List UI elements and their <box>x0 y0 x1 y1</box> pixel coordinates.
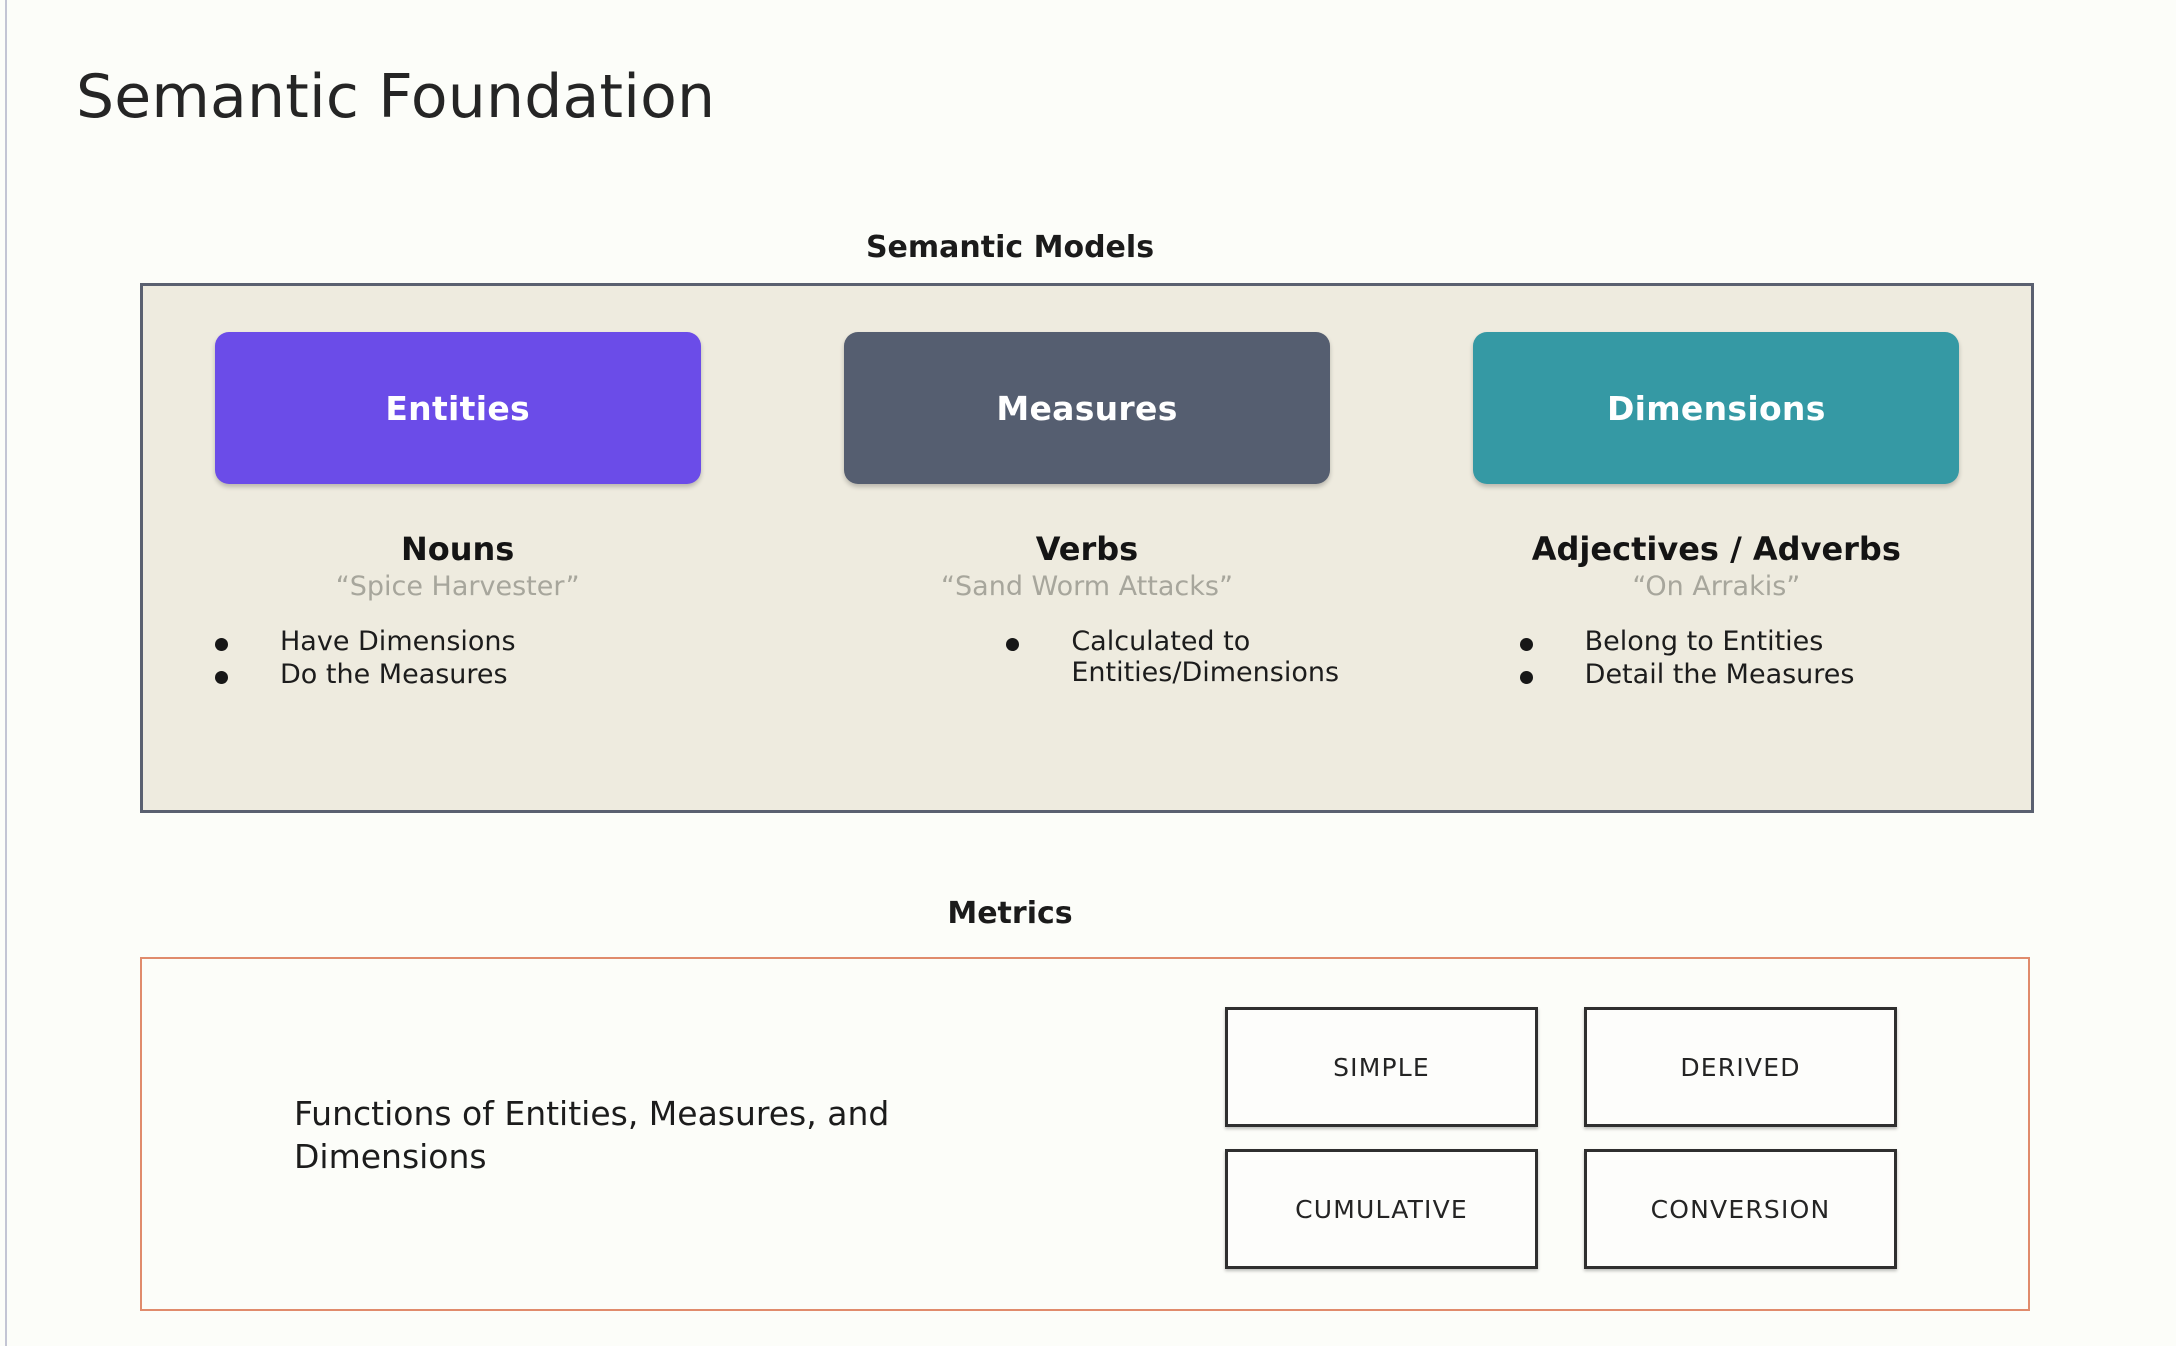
metrics-description: Functions of Entities, Measures, and Dim… <box>294 1094 890 1176</box>
entities-chip[interactable]: Entities <box>214 332 701 484</box>
dimensions-role-label: Adjectives / Adverbs <box>1531 530 1901 568</box>
semantic-column-entities: Entities Nouns “Spice Harvester” Have Di… <box>143 286 772 810</box>
bullet-text: Have Dimensions <box>280 626 516 658</box>
measures-chip[interactable]: Measures <box>843 332 1330 484</box>
entities-example-label: “Spice Harvester” <box>335 570 580 602</box>
bullet-text: Do the Measures <box>280 659 508 691</box>
left-edge-rule <box>5 0 7 1346</box>
metric-type-simple[interactable]: SIMPLE <box>1225 1007 1538 1127</box>
dimensions-chip[interactable]: Dimensions <box>1473 332 1960 484</box>
dimensions-bullet-list: Belong to Entities Detail the Measures <box>1402 626 2031 693</box>
metrics-heading: Metrics <box>947 896 1073 931</box>
metrics-panel: Functions of Entities, Measures, and Dim… <box>140 957 2030 1311</box>
entities-role-label: Nouns <box>400 530 515 568</box>
bullet-text: Calculated to Entities/Dimensions <box>1071 626 1340 689</box>
bullet-dot-icon <box>1519 671 1533 685</box>
bullet-dot-icon <box>1519 638 1533 652</box>
measures-role-label: Verbs <box>1035 530 1139 568</box>
list-item: Calculated to Entities/Dimensions <box>1006 626 1401 689</box>
metric-type-cumulative[interactable]: CUMULATIVE <box>1225 1149 1538 1269</box>
semantic-models-panel: Entities Nouns “Spice Harvester” Have Di… <box>140 283 2034 813</box>
semantic-column-measures: Measures Verbs “Sand Worm Attacks” Calcu… <box>772 286 1401 810</box>
semantic-models-heading: Semantic Models <box>865 230 1155 265</box>
bullet-dot-icon <box>1006 638 1020 652</box>
list-item: Detail the Measures <box>1519 659 2031 691</box>
measures-example-label: “Sand Worm Attacks” <box>941 570 1233 602</box>
metrics-type-grid: SIMPLE DERIVED CUMULATIVE CONVERSION <box>1225 1007 1905 1269</box>
measures-bullet-list: Calculated to Entities/Dimensions <box>772 626 1401 691</box>
list-item: Do the Measures <box>215 659 772 690</box>
metric-type-conversion[interactable]: CONVERSION <box>1584 1149 1897 1269</box>
dimensions-example-label: “On Arrakis” <box>1632 570 1801 602</box>
metric-type-derived[interactable]: DERIVED <box>1584 1007 1897 1127</box>
bullet-dot-icon <box>215 638 228 652</box>
list-item: Have Dimensions <box>215 626 772 657</box>
bullet-text: Belong to Entities <box>1584 626 1824 658</box>
bullet-text: Detail the Measures <box>1584 659 1855 691</box>
page-title: Semantic Foundation <box>76 62 716 132</box>
semantic-column-dimensions: Dimensions Adjectives / Adverbs “On Arra… <box>1402 286 2031 810</box>
list-item: Belong to Entities <box>1519 626 2031 658</box>
bullet-dot-icon <box>215 671 228 685</box>
entities-bullet-list: Have Dimensions Do the Measures <box>143 626 772 693</box>
